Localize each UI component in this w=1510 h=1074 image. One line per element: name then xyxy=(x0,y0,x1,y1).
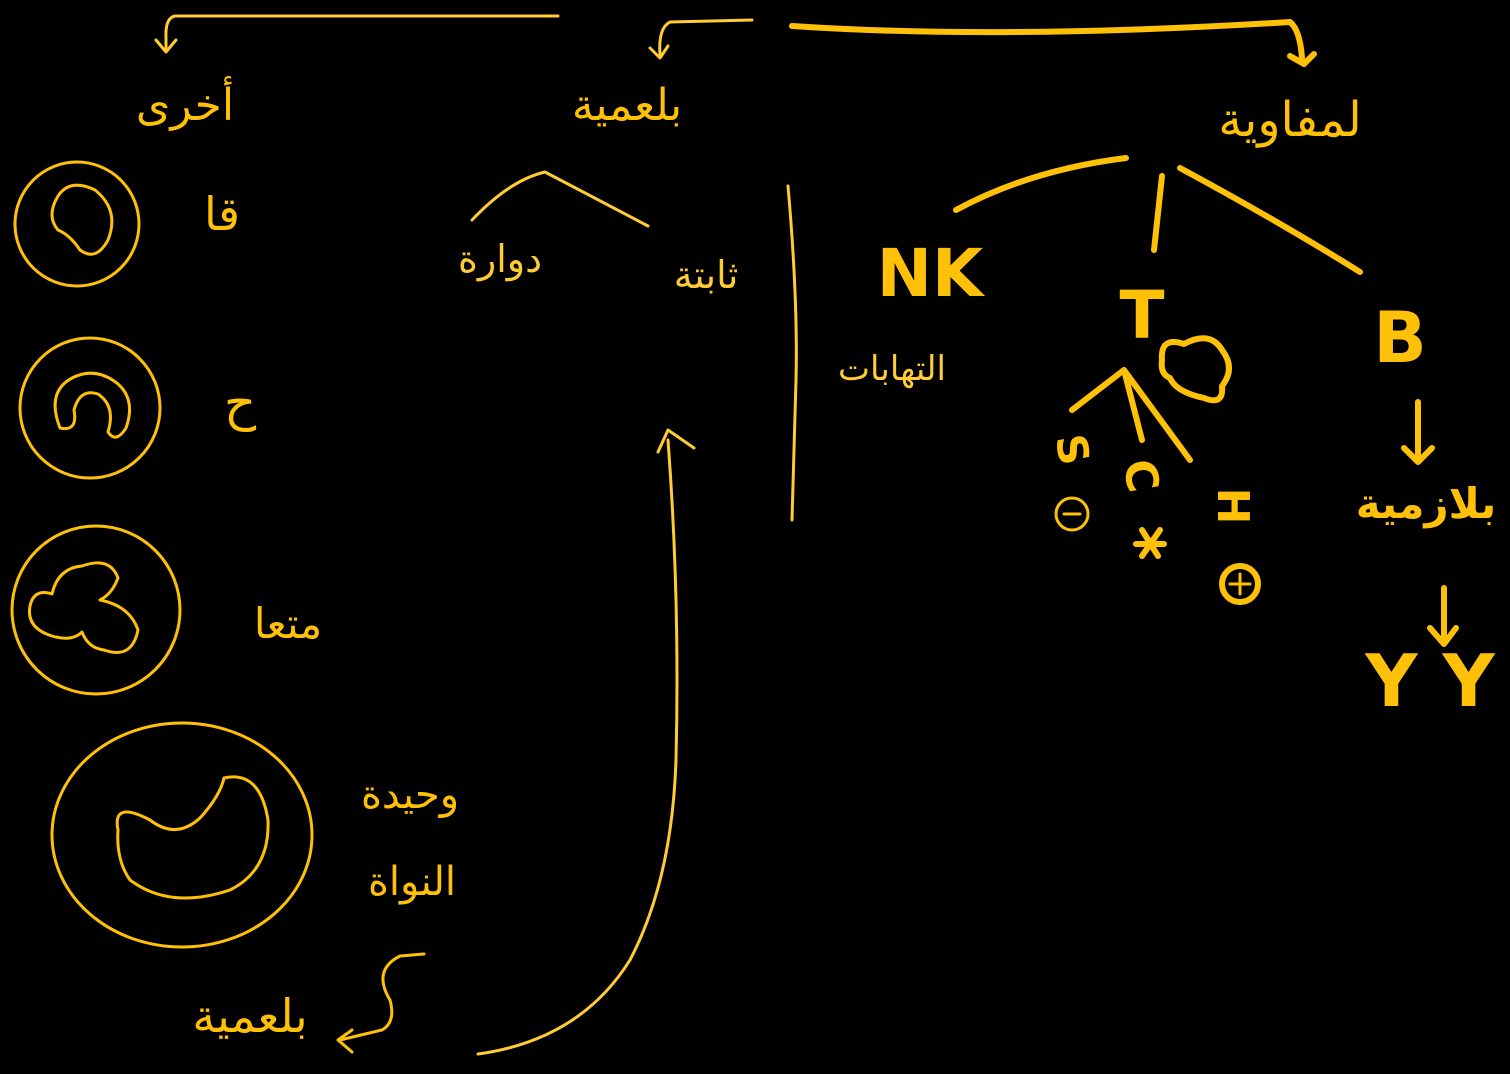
label-t-subtype-c: C xyxy=(1113,456,1169,497)
label-to-phagocytic: بلعمية xyxy=(192,989,307,1043)
label-t: T xyxy=(1119,277,1164,354)
arrowhead-phagocytes xyxy=(648,44,670,60)
monocyte-nucleus-icon xyxy=(115,775,270,900)
basophil-cell-icon xyxy=(13,160,141,288)
label-t-subtype-s: S xyxy=(1046,430,1100,468)
neutrophil-cell-icon xyxy=(10,524,182,696)
label-plasma: بلازمية xyxy=(1356,479,1496,528)
label-t-subtype-h: H xyxy=(1207,488,1258,525)
curve-monocyte-to-phagocytes xyxy=(476,438,679,1056)
arrowhead-other xyxy=(154,38,178,54)
minus-circle-icon xyxy=(1054,496,1090,532)
arrowhead-immune xyxy=(1287,51,1317,67)
label-neutrophil: متعا xyxy=(254,599,322,648)
eosinophil-nucleus-icon xyxy=(53,371,132,439)
label-eosinophil: ح xyxy=(224,374,257,432)
plus-circle-icon xyxy=(1219,563,1261,605)
connector-top-right xyxy=(789,19,1305,61)
arrowhead-plasma-to-antibody xyxy=(1427,625,1459,647)
label-immune: لمفاوية xyxy=(1218,92,1362,148)
arrowhead-to-phagocytic xyxy=(336,1028,354,1054)
monocyte-cell-icon xyxy=(50,721,314,949)
eosinophil-cell-icon xyxy=(18,336,162,480)
branch-b xyxy=(1177,165,1363,275)
label-phagocytes: بلعمية xyxy=(572,80,682,131)
vertical-divider xyxy=(786,184,798,522)
label-monocyte-line2: النواة xyxy=(368,859,456,905)
plus-circle-cross xyxy=(1228,572,1252,596)
label-circulating: دوارة xyxy=(458,237,542,282)
branch-t xyxy=(1151,173,1165,253)
arrowhead-b-to-plasma xyxy=(1401,445,1435,465)
branch-phagocytes xyxy=(470,170,650,228)
label-b: B xyxy=(1373,297,1426,379)
label-monocyte-line1: وحيدة xyxy=(361,772,459,818)
t-cell-blob-icon xyxy=(1158,335,1232,404)
label-fixed: ثابتة xyxy=(674,253,739,297)
neutrophil-nucleus-icon xyxy=(27,561,140,654)
label-other: أخرى xyxy=(136,76,234,131)
branch-nk xyxy=(953,155,1129,213)
basophil-nucleus-icon xyxy=(50,183,114,256)
arrow-to-phagocytic xyxy=(338,952,426,1042)
arrowhead-curve-up xyxy=(656,428,696,454)
label-nk: NK xyxy=(877,235,986,312)
t-subtype-fan xyxy=(1069,367,1193,463)
connector-top-left xyxy=(164,14,560,52)
connector-top-middle xyxy=(658,18,754,57)
label-basophil: قا xyxy=(204,187,240,241)
label-antibodies: Y Y xyxy=(1364,639,1495,723)
star-icon xyxy=(1133,527,1167,559)
label-nk-note: التهابات xyxy=(838,349,946,389)
